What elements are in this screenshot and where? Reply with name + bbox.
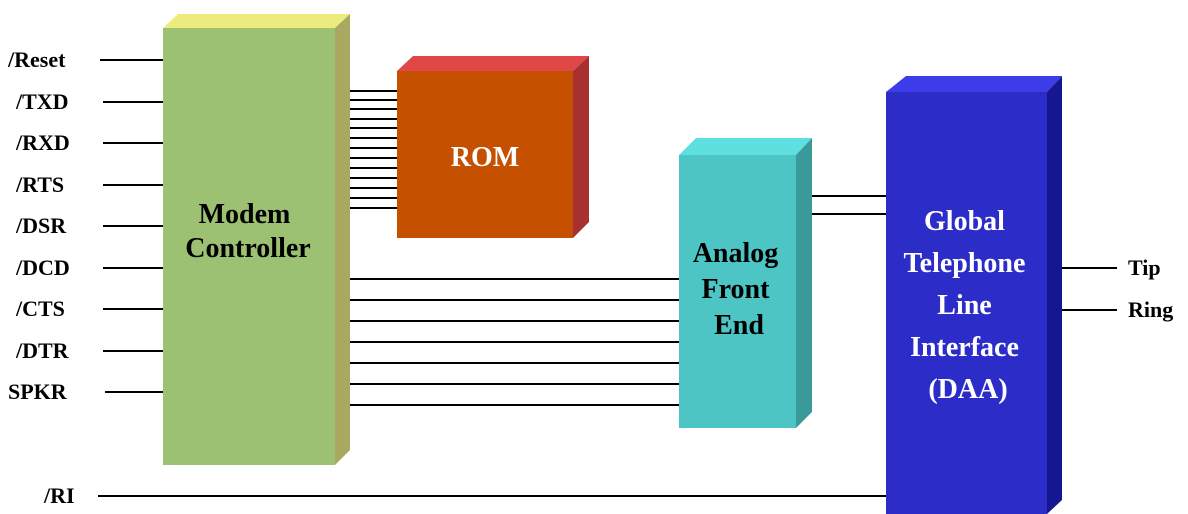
daa-side-face <box>1047 76 1062 514</box>
signal-label-spkr: SPKR <box>8 379 68 404</box>
daa-label: Global Telephone Line Interface (DAA) <box>904 206 1033 405</box>
analog-front-end-block: Analog Front End <box>679 138 812 428</box>
rom-top-face <box>397 56 589 71</box>
daa-label-line: (DAA) <box>928 374 1007 405</box>
signal-label-ring: Ring <box>1128 297 1173 322</box>
daa-bus <box>808 195 886 215</box>
controller-label-line: Controller <box>185 233 310 264</box>
signal-label-rts: /RTS <box>15 172 64 197</box>
signal-label-dsr: /DSR <box>15 213 67 238</box>
rom-side-face <box>573 56 589 238</box>
afe-front-face <box>679 155 796 428</box>
signal-label-ri: /RI <box>43 483 75 508</box>
daa-label-line: Interface <box>910 332 1019 363</box>
rom-block: ROM <box>397 56 589 238</box>
afe-label-line: Analog <box>693 238 779 269</box>
signal-label-tip: Tip <box>1128 255 1161 280</box>
daa-top-face <box>886 76 1062 92</box>
rom-label-line: ROM <box>451 142 519 173</box>
left-signal-wires <box>98 59 886 497</box>
modem-controller-block: Modem Controller <box>163 14 350 465</box>
controller-side-face <box>335 14 350 465</box>
controller-label-line: Modem <box>199 199 291 230</box>
signal-label-rxd: /RXD <box>15 130 70 155</box>
afe-label: Analog Front End <box>693 238 786 341</box>
daa-label-line: Line <box>937 290 991 321</box>
signal-label-cts: /CTS <box>15 296 65 321</box>
rom-label: ROM <box>451 142 519 173</box>
right-signal-wires <box>1062 267 1117 311</box>
afe-side-face <box>796 138 812 428</box>
right-signal-labels: Tip Ring <box>1128 255 1173 322</box>
daa-block: Global Telephone Line Interface (DAA) <box>886 76 1062 514</box>
rom-front-face <box>397 71 573 238</box>
left-signal-labels: /Reset /TXD /RXD /RTS /DSR /DCD /CTS /DT… <box>7 47 75 508</box>
afe-label-line: End <box>714 310 764 341</box>
controller-front-face <box>163 28 335 465</box>
signal-label-dcd: /DCD <box>15 255 70 280</box>
controller-label: Modem Controller <box>185 199 310 264</box>
afe-top-face <box>679 138 812 155</box>
signal-label-dtr: /DTR <box>15 338 70 363</box>
signal-label-reset: /Reset <box>7 47 66 72</box>
daa-label-line: Telephone <box>904 248 1026 279</box>
controller-top-face <box>163 14 350 28</box>
afe-bus <box>345 278 679 406</box>
signal-label-txd: /TXD <box>15 89 69 114</box>
daa-front-face <box>886 92 1047 514</box>
daa-label-line: Global <box>924 206 1005 237</box>
rom-bus <box>345 90 397 209</box>
afe-label-line: Front <box>702 274 771 305</box>
